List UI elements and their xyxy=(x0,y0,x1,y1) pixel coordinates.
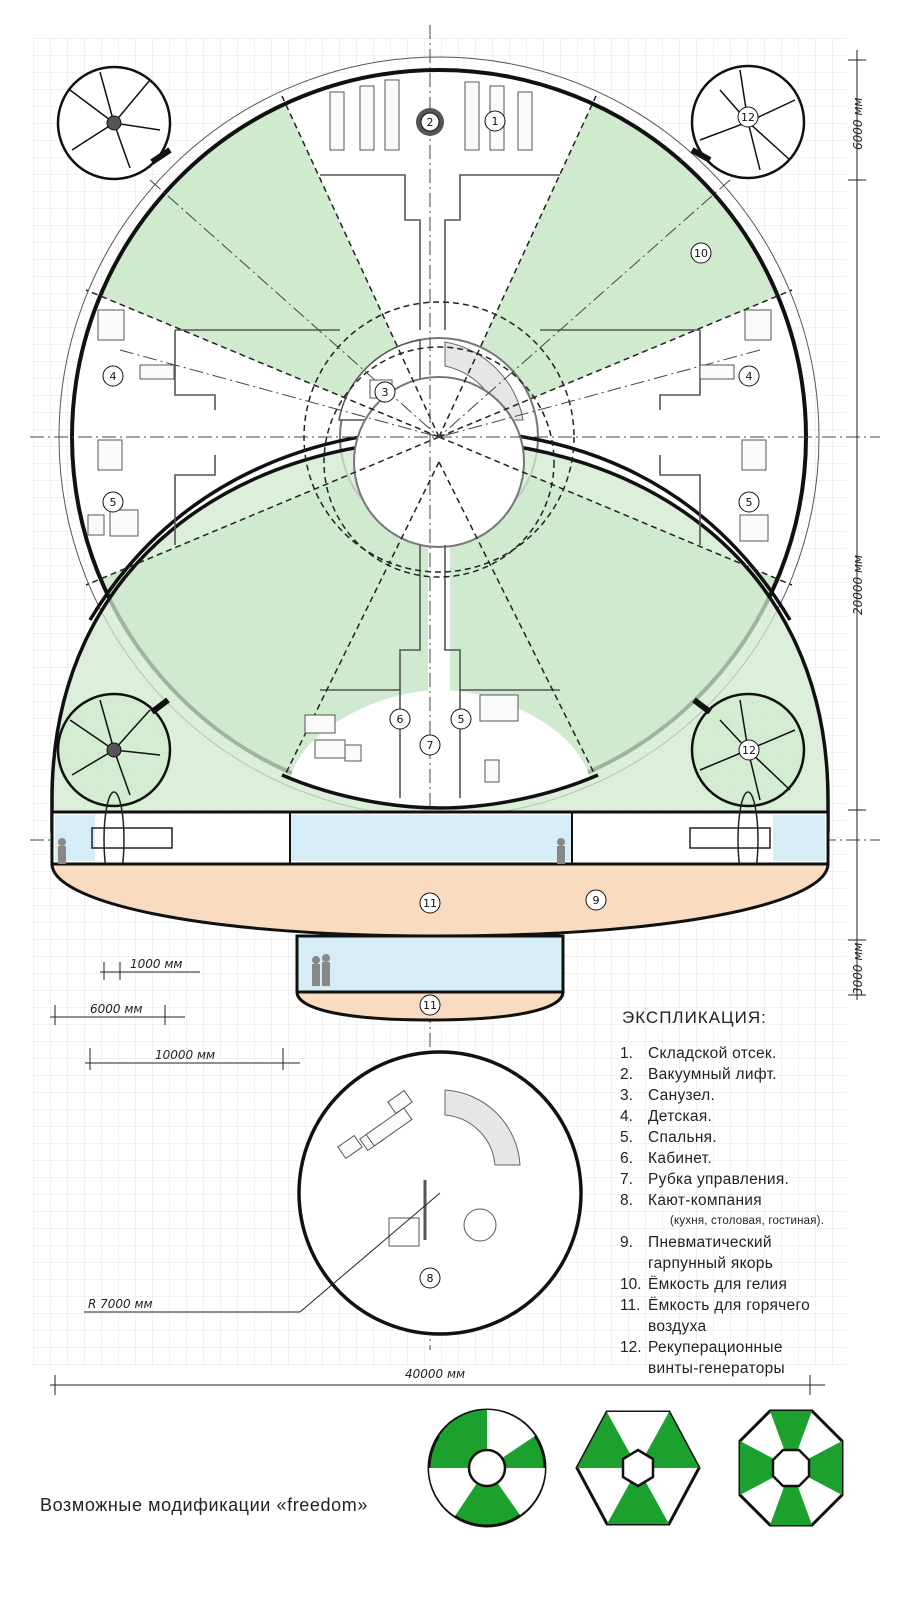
dimension-lines xyxy=(50,50,866,1395)
modification-hexagon-icon xyxy=(575,1410,701,1526)
radial-partitions xyxy=(85,95,793,776)
dim-40000: 40000 мм xyxy=(405,1367,465,1381)
dim-6000-top: 6000 мм xyxy=(851,98,865,150)
legend-item: 3. Санузел. xyxy=(620,1085,824,1106)
legend-item-number: 9. xyxy=(620,1234,633,1251)
marker-11-lower: 11 xyxy=(423,999,437,1012)
marker-1: 1 xyxy=(492,115,499,128)
legend-item: 9. Пневматический xyxy=(620,1232,824,1253)
legend-item: воздуха xyxy=(620,1316,824,1337)
modifications-caption: Возможные модификации «freedom» xyxy=(40,1495,368,1515)
legend-item: 10. Ёмкость для гелия xyxy=(620,1274,824,1295)
marker-5-bottom: 5 xyxy=(458,713,465,726)
marker-12-bottom: 12 xyxy=(742,744,756,757)
legend-item-number: 4. xyxy=(620,1108,633,1125)
interior-walls xyxy=(174,174,701,798)
marker-8: 8 xyxy=(427,1272,434,1285)
legend-item-text: (кухня, столовая, гостиная). xyxy=(670,1215,825,1227)
dim-1000: 1000 мм xyxy=(130,957,182,971)
legend-item-number: 11. xyxy=(620,1297,641,1314)
legend-item: 2. Вакуумный лифт. xyxy=(620,1064,824,1085)
legend-list: 1. Складской отсек. 2. Вакуумный лифт. 3. Сан… xyxy=(620,1043,824,1379)
legend-item-number xyxy=(620,1253,648,1274)
legend-item: 5. Спальня. xyxy=(620,1127,824,1148)
legend-item: 8. Кают-компания xyxy=(620,1190,824,1211)
legend-item: 4. Детская. xyxy=(620,1106,824,1127)
legend-item-text: винты-генераторы xyxy=(648,1360,785,1377)
marker-10: 10 xyxy=(694,247,708,260)
marker-7: 7 xyxy=(427,739,434,752)
marker-2: 2 xyxy=(427,116,434,129)
legend-item: гарпунный якорь xyxy=(620,1253,824,1274)
dim-radius: R 7000 мм xyxy=(88,1297,153,1311)
legend-item-text: Детская. xyxy=(648,1108,713,1125)
legend-item-text: Кают-компания xyxy=(648,1192,762,1209)
legend-item-text: воздуха xyxy=(648,1318,707,1335)
room-markers: 1 2 3 4 4 5 5 5 6 7 8 9 10 11 11 12 12 xyxy=(102,106,760,1289)
legend-item-number: 2. xyxy=(620,1066,633,1083)
dim-10000: 10000 мм xyxy=(155,1048,215,1062)
legend-item-number: 1. xyxy=(620,1045,633,1062)
legend-item-number: 8. xyxy=(620,1192,633,1209)
marker-4-left: 4 xyxy=(110,370,117,383)
legend-item-text: Ёмкость для гелия xyxy=(648,1276,788,1293)
furniture xyxy=(87,79,772,783)
legend-item-text: Ёмкость для горячего xyxy=(648,1297,810,1314)
dim-3000: 3000 мм xyxy=(851,943,865,995)
legend-item-number: 12. xyxy=(620,1339,642,1356)
legend-item-text: Складской отсек. xyxy=(648,1045,777,1062)
legend-item-text: Спальня. xyxy=(648,1129,717,1146)
legend-item-text: Санузел. xyxy=(648,1087,716,1104)
legend-item-text: гарпунный якорь xyxy=(648,1255,774,1272)
legend-item-number: 3. xyxy=(620,1087,633,1104)
legend-item-text: Рекуперационные xyxy=(648,1339,783,1356)
legend-item-number: 5. xyxy=(620,1129,633,1146)
legend-title: ЭКСПЛИКАЦИЯ: xyxy=(622,1008,767,1027)
legend-item-number: 6. xyxy=(620,1150,633,1167)
marker-5-left: 5 xyxy=(110,496,117,509)
marker-9: 9 xyxy=(593,894,600,907)
legend-item-text: Кабинет. xyxy=(648,1150,712,1167)
legend-item: 6. Кабинет. xyxy=(620,1148,824,1169)
dim-6000: 6000 мм xyxy=(90,1002,142,1016)
marker-4-right: 4 xyxy=(746,370,753,383)
legend-item-text: Пневматический xyxy=(648,1234,772,1251)
legend-item: 12. Рекуперационные xyxy=(620,1337,824,1358)
modification-octagon-icon xyxy=(738,1409,844,1527)
legend-item: 1. Складской отсек. xyxy=(620,1043,824,1064)
legend-item-number xyxy=(620,1211,648,1232)
legend-item: 11. Ёмкость для горячего xyxy=(620,1295,824,1316)
marker-6: 6 xyxy=(397,713,404,726)
marker-5-right: 5 xyxy=(746,496,753,509)
legend-item: (кухня, столовая, гостиная). xyxy=(620,1211,824,1232)
legend-item-number: 10. xyxy=(620,1276,642,1293)
legend-item-number: 7. xyxy=(620,1171,633,1188)
legend-item-text: Рубка управления. xyxy=(648,1171,790,1188)
dim-20000: 20000 мм xyxy=(851,555,865,615)
marker-12-top: 12 xyxy=(741,111,755,124)
modification-circle-icon xyxy=(427,1408,547,1528)
legend-item-number xyxy=(620,1358,648,1379)
marker-11-upper: 11 xyxy=(423,897,437,910)
legend-item: 7. Рубка управления. xyxy=(620,1169,824,1190)
legend-item: винты-генераторы xyxy=(620,1358,824,1379)
modification-icons xyxy=(427,1408,844,1528)
marker-3: 3 xyxy=(382,386,389,399)
legend-item-text: Вакуумный лифт. xyxy=(648,1066,777,1083)
legend-item-number xyxy=(620,1316,648,1337)
